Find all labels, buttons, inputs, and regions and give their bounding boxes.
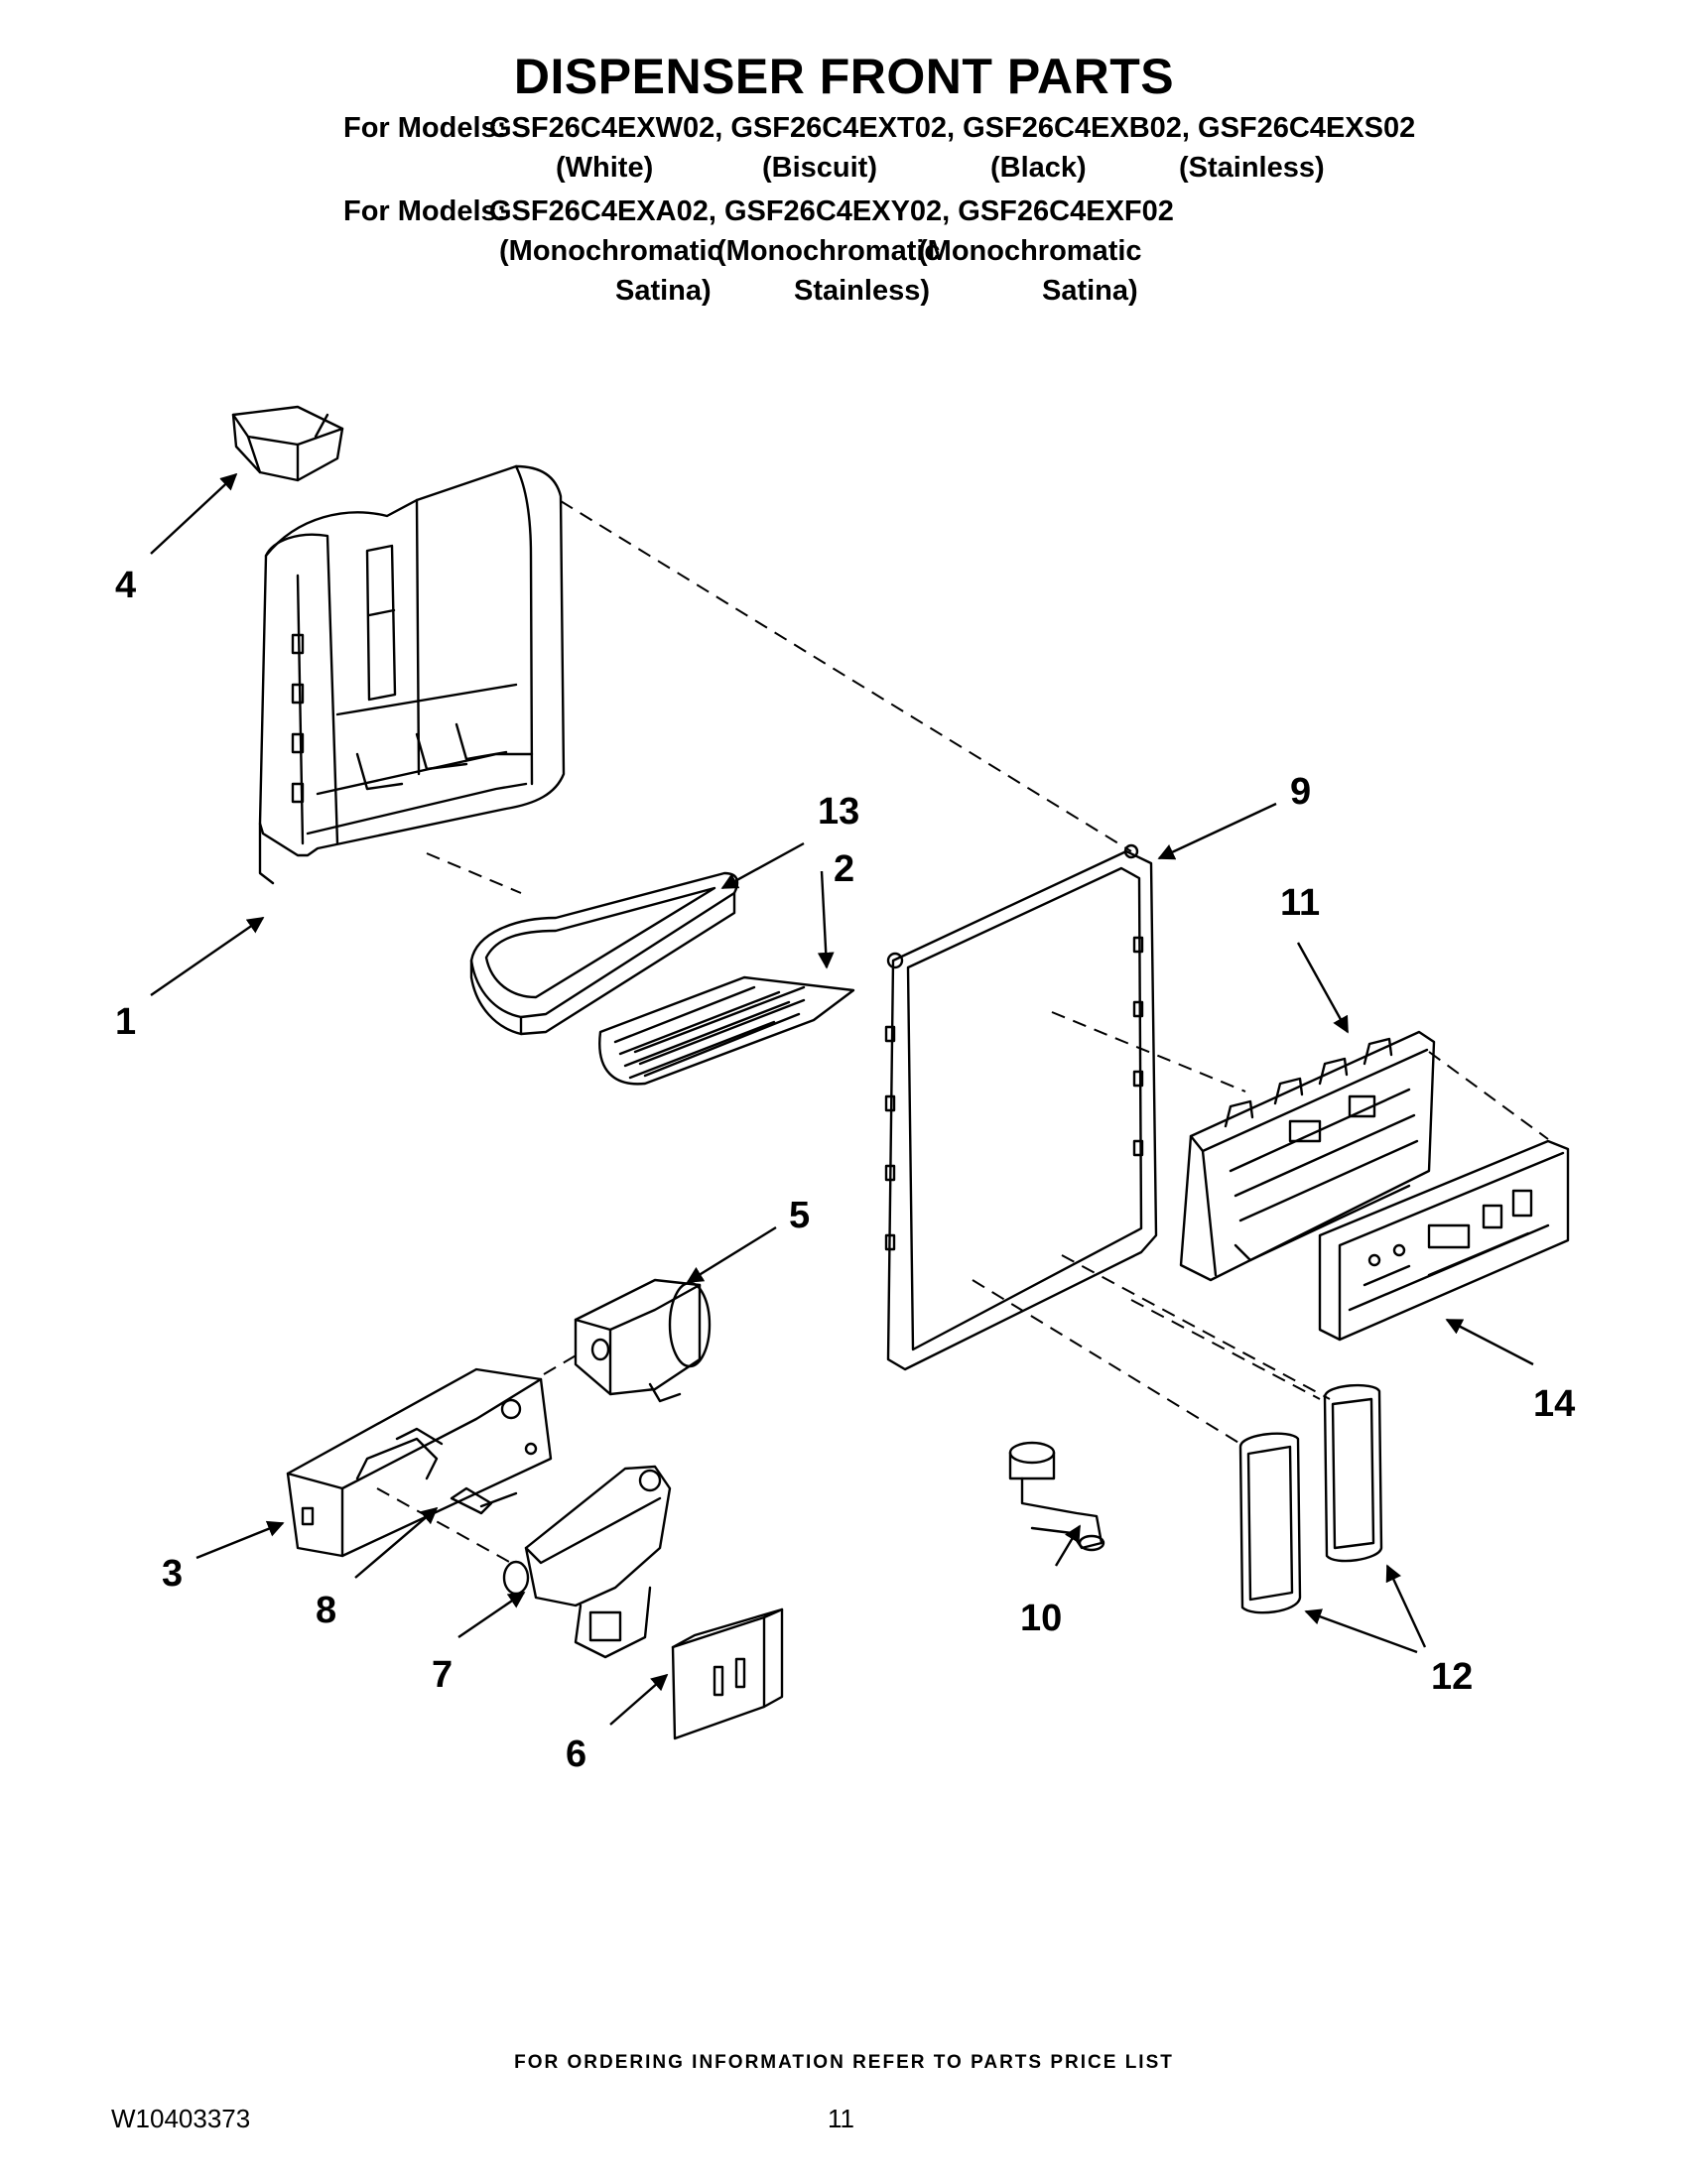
callout-2: 2 [834, 848, 854, 890]
leader-arrows [150, 472, 1534, 1726]
ordering-note: FOR ORDERING INFORMATION REFER TO PARTS … [514, 2052, 1174, 2073]
part-14-panel [1318, 1139, 1570, 1342]
callout-6: 6 [566, 1734, 586, 1775]
color-mono-2: (Monochromatic [716, 235, 941, 267]
color-mono-1: (Monochromatic [499, 235, 723, 267]
color-black: (Black) [990, 152, 1087, 184]
assembly-lines [376, 500, 1549, 1564]
callout-9: 9 [1290, 771, 1311, 813]
callout-14: 14 [1533, 1383, 1575, 1425]
page-number: 11 [828, 2104, 854, 2133]
part-12-paddle-left [1238, 1432, 1302, 1614]
part-10-fitting [1008, 1441, 1105, 1552]
part-1-housing [258, 464, 566, 885]
models-prefix-1: For Models: [343, 112, 507, 144]
callout-5: 5 [789, 1195, 810, 1236]
part-9-frame [884, 843, 1158, 1371]
callout-12: 12 [1431, 1656, 1473, 1698]
part-8-screw [450, 1486, 518, 1515]
color-mono-3: (Monochromatic [918, 235, 1142, 267]
callout-7: 7 [432, 1654, 453, 1696]
models-list-1: GSF26C4EXW02, GSF26C4EXT02, GSF26C4EXB02… [489, 112, 1416, 144]
callout-4: 4 [115, 565, 136, 606]
part-6-button-pad [671, 1607, 784, 1740]
callout-1: 1 [115, 1001, 136, 1043]
part-2-grille [598, 975, 855, 1086]
part-3-bracket [286, 1367, 553, 1558]
color-satina-2: Satina) [1042, 275, 1138, 307]
callout-11: 11 [1280, 882, 1320, 924]
part-12-paddle-right [1323, 1383, 1383, 1563]
models-list-2: GSF26C4EXA02, GSF26C4EXY02, GSF26C4EXF02 [489, 195, 1174, 227]
color-white: (White) [556, 152, 654, 184]
page-title: DISPENSER FRONT PARTS [513, 49, 1175, 104]
color-stainless: (Stainless) [1179, 152, 1325, 184]
callout-10: 10 [1020, 1598, 1062, 1639]
models-prefix-2: For Models: [343, 195, 507, 227]
part-4-cup [231, 405, 344, 482]
part-5-motor [574, 1278, 712, 1403]
document-number: W10403373 [111, 2104, 251, 2133]
color-biscuit: (Biscuit) [762, 152, 877, 184]
part-11-bracket [1179, 1030, 1436, 1282]
callout-8: 8 [316, 1590, 336, 1631]
color-stainless-2: Stainless) [794, 275, 930, 307]
callout-3: 3 [162, 1553, 183, 1595]
part-7-actuator [502, 1465, 672, 1659]
color-satina-1: Satina) [615, 275, 712, 307]
callout-13: 13 [818, 791, 859, 833]
